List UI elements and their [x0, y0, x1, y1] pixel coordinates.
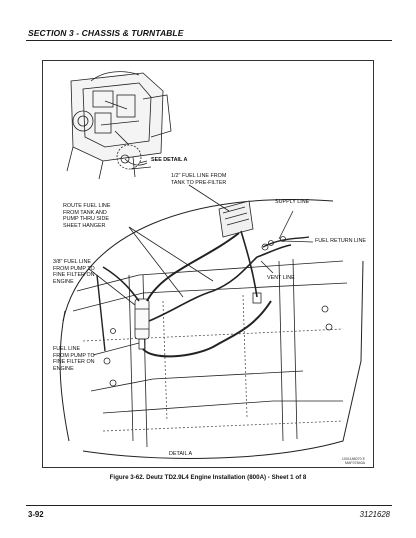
callout-fuel-line-from-pump: FUEL LINE FROM PUMP TO FINE FILTER ON EN…	[53, 346, 95, 372]
footer-rule	[26, 505, 392, 506]
detail-a-label: DETAIL A	[169, 451, 193, 457]
callout-half-inch-fuel-line: 1/2" FUEL LINE FROM TANK TO PRE-FILTER	[171, 173, 227, 186]
callout-see-detail: SEE DETAIL A	[151, 157, 188, 163]
figure-frame: SEE DETAIL A 1/2" FUEL LINE FROM TANK TO…	[42, 60, 374, 468]
drawing-id: 1001186070 E MAF07840A	[341, 457, 365, 466]
detail-a-view	[59, 166, 364, 459]
header-rule	[26, 40, 392, 41]
callout-vent-line: VENT LINE	[267, 275, 295, 281]
callout-fuel-return-line: FUEL RETURN LINE	[315, 238, 367, 244]
engine-installation-drawing	[59, 71, 364, 459]
detail-a-reference-circle	[116, 144, 142, 170]
callout-route-fuel-line: ROUTE FUEL LINE FROM TANK AND PUMP THRU …	[63, 203, 111, 229]
figure-caption: Figure 3-62. Deutz TD2.9L4 Engine Instal…	[109, 474, 307, 481]
page-number: 3-92	[28, 510, 44, 519]
callout-supply-line: SUPPLY LINE	[275, 199, 310, 205]
section-header: SECTION 3 - CHASSIS & TURNTABLE	[28, 28, 184, 38]
engine-overview-illustration	[66, 71, 172, 180]
doc-number: 3121628	[359, 510, 390, 519]
callout-three-eighth-fuel-line: 3/8" FUEL LINE FROM PUMP TO FINE FILTER …	[53, 259, 95, 285]
